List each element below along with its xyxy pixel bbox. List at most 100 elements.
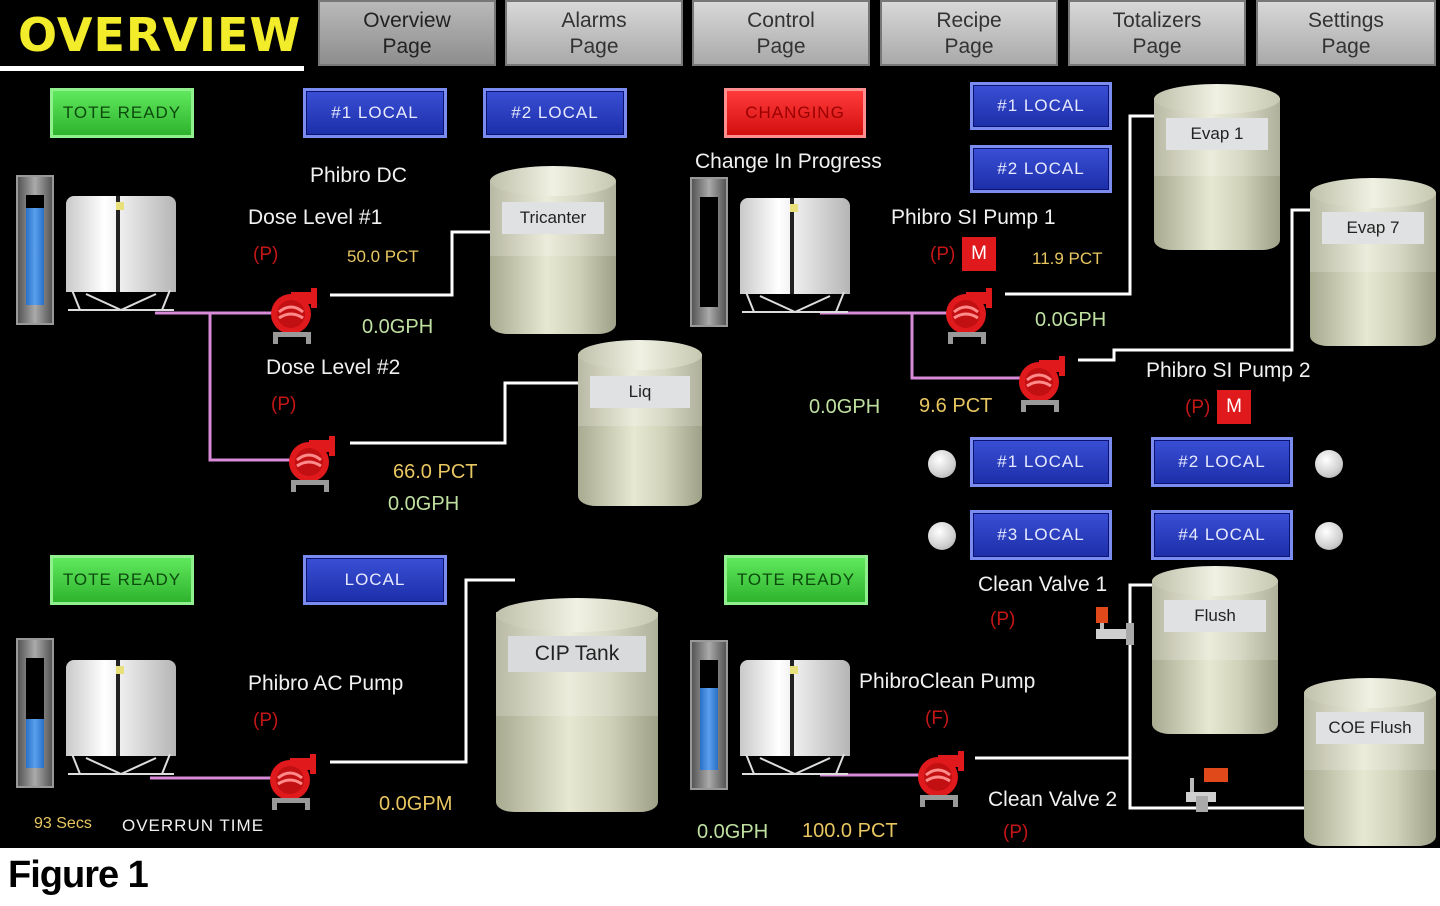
dc-pump1-icon[interactable]	[265, 282, 337, 346]
nav-overview-page[interactable]: Overview Page	[318, 0, 496, 66]
tank-liq-label: Liq	[590, 376, 690, 408]
tank-flush-label: Flush	[1164, 600, 1266, 632]
dc-dose2-label: Dose Level #2	[266, 356, 401, 379]
dc-dose2-flow: 0.0GPH	[388, 493, 460, 515]
ac-tote	[66, 660, 176, 790]
clean-level-gauge	[690, 640, 728, 790]
dc-dose2-pct: 66.0 PCT	[393, 461, 478, 483]
tank-flush: Flush	[1152, 566, 1278, 734]
clean-pump-icon[interactable]	[912, 745, 984, 809]
tank-evap7-label: Evap 7	[1322, 212, 1424, 244]
indicator-lamp-4	[1315, 522, 1343, 550]
tank-liq: Liq	[578, 340, 702, 506]
dc-dose1-flow: 0.0GPH	[362, 316, 434, 338]
si-pump2-icon[interactable]	[1013, 350, 1085, 414]
ac-tote-ready-button[interactable]: TOTE READY	[50, 555, 194, 605]
tote-stand-icon	[68, 753, 174, 775]
clean-valve2-icon[interactable]	[1182, 766, 1230, 814]
si-valve-local4-button[interactable]: #4 LOCAL	[1151, 510, 1293, 560]
nav-control-page[interactable]: Control Page	[692, 0, 870, 66]
si-local2-button[interactable]: #2 LOCAL	[970, 145, 1112, 193]
clean-valve2-mark: (P)	[1003, 822, 1029, 843]
pipe-dc-tote-main	[155, 311, 300, 462]
ac-pump-mark: (P)	[253, 710, 279, 731]
ac-level-gauge	[16, 638, 54, 788]
dc-tote-ready-button[interactable]: TOTE READY	[50, 88, 194, 138]
clean-pct: 100.0 PCT	[802, 820, 898, 842]
nav-recipe-page[interactable]: Recipe Page	[880, 0, 1058, 66]
ac-pump-icon[interactable]	[264, 748, 336, 812]
dc-dose1-label: Dose Level #1	[248, 206, 383, 229]
figure-caption-bar: Figure 1	[0, 848, 1440, 906]
clean-valve1-icon[interactable]	[1092, 605, 1138, 649]
hmi-screen: OVERVIEW Overview Page Alarms Page Contr…	[0, 0, 1436, 846]
si-pump2-mark: (P)	[1185, 397, 1211, 418]
ac-level-fill	[26, 718, 44, 768]
pipe-dc-pump2-out	[350, 381, 580, 445]
title-underline	[0, 66, 304, 71]
dc-tote	[66, 196, 176, 326]
si-pump1-pct: 11.9 PCT	[1032, 249, 1103, 268]
indicator-lamp-3	[928, 522, 956, 550]
si-pump1-icon[interactable]	[940, 282, 1012, 346]
si-valve-local1-button[interactable]: #1 LOCAL	[970, 437, 1112, 487]
dc-dose2-mark: (P)	[271, 394, 297, 415]
nav-alarms-page[interactable]: Alarms Page	[505, 0, 683, 66]
tank-evap1: Evap 1	[1154, 84, 1280, 250]
si-pump2-label: Phibro SI Pump 2	[1146, 359, 1311, 382]
clean-tote	[740, 660, 850, 790]
dc-local1-button[interactable]: #1 LOCAL	[303, 88, 447, 138]
si-pump1-mark: (P)	[930, 244, 956, 265]
nav-totalizers-page[interactable]: Totalizers Page	[1068, 0, 1246, 66]
pipe-clean-v2	[1128, 758, 1305, 810]
si-pump1-flow: 0.0GPH	[1035, 309, 1107, 331]
dc-level-gauge	[16, 175, 54, 325]
si-pump2-pct: 9.6 PCT	[919, 395, 993, 417]
tote-stand-icon	[742, 291, 848, 313]
dc-title: Phibro DC	[310, 164, 407, 187]
clean-valve1-mark: (P)	[990, 609, 1016, 630]
tank-tricanter: Tricanter	[490, 166, 616, 334]
si-pump1-label: Phibro SI Pump 1	[891, 206, 1056, 229]
ac-pump-label: Phibro AC Pump	[248, 672, 404, 695]
si-changing-button[interactable]: CHANGING	[724, 88, 866, 138]
clean-valve1-label: Clean Valve 1	[978, 573, 1108, 596]
si-level-gauge	[690, 177, 728, 327]
si-valve-local3-button[interactable]: #3 LOCAL	[970, 510, 1112, 560]
dc-local2-button[interactable]: #2 LOCAL	[483, 88, 627, 138]
clean-pump-label: PhibroClean Pump	[859, 670, 1036, 693]
tank-cip: CIP Tank	[496, 598, 658, 812]
si-pump2-mode-badge[interactable]: M	[1217, 390, 1251, 424]
ac-overrun-value: 93 Secs	[34, 815, 92, 832]
indicator-lamp-1	[928, 450, 956, 478]
ac-overrun-label: OVERRUN TIME	[122, 816, 265, 835]
nav-settings-page[interactable]: Settings Page	[1256, 0, 1436, 66]
tote-stand-icon	[68, 289, 174, 311]
pipe-si-pump2-out	[1078, 208, 1312, 362]
clean-pump-mark: (F)	[925, 708, 950, 729]
pipe-clean-out	[975, 583, 1160, 760]
pipe-ac-out	[330, 578, 515, 764]
tank-evap7: Evap 7	[1310, 178, 1436, 346]
tank-evap1-label: Evap 1	[1166, 118, 1268, 150]
dc-pump2-icon[interactable]	[283, 430, 355, 494]
si-local1-button[interactable]: #1 LOCAL	[970, 82, 1112, 130]
page-title: OVERVIEW	[18, 8, 302, 62]
indicator-lamp-2	[1315, 450, 1343, 478]
clean-level-fill	[700, 687, 718, 770]
tank-cip-label: CIP Tank	[508, 636, 646, 672]
clean-valve2-label: Clean Valve 2	[988, 788, 1118, 811]
pipe-si-pump1-out	[1005, 114, 1156, 296]
clean-tote-ready-button[interactable]: TOTE READY	[724, 555, 868, 605]
si-pump1-mode-badge[interactable]: M	[962, 237, 996, 271]
figure-caption: Figure 1	[8, 854, 149, 896]
si-tote	[740, 198, 850, 328]
si-valve-local2-button[interactable]: #2 LOCAL	[1151, 437, 1293, 487]
tote-stand-icon	[742, 753, 848, 775]
pipe-si-tote-main	[820, 311, 1030, 380]
pipe-dc-pump1-out	[330, 230, 490, 297]
ac-local-button[interactable]: LOCAL	[303, 555, 447, 605]
si-status-text: Change In Progress	[695, 150, 882, 173]
clean-flow: 0.0GPH	[697, 821, 769, 843]
dc-level-fill	[26, 208, 44, 305]
